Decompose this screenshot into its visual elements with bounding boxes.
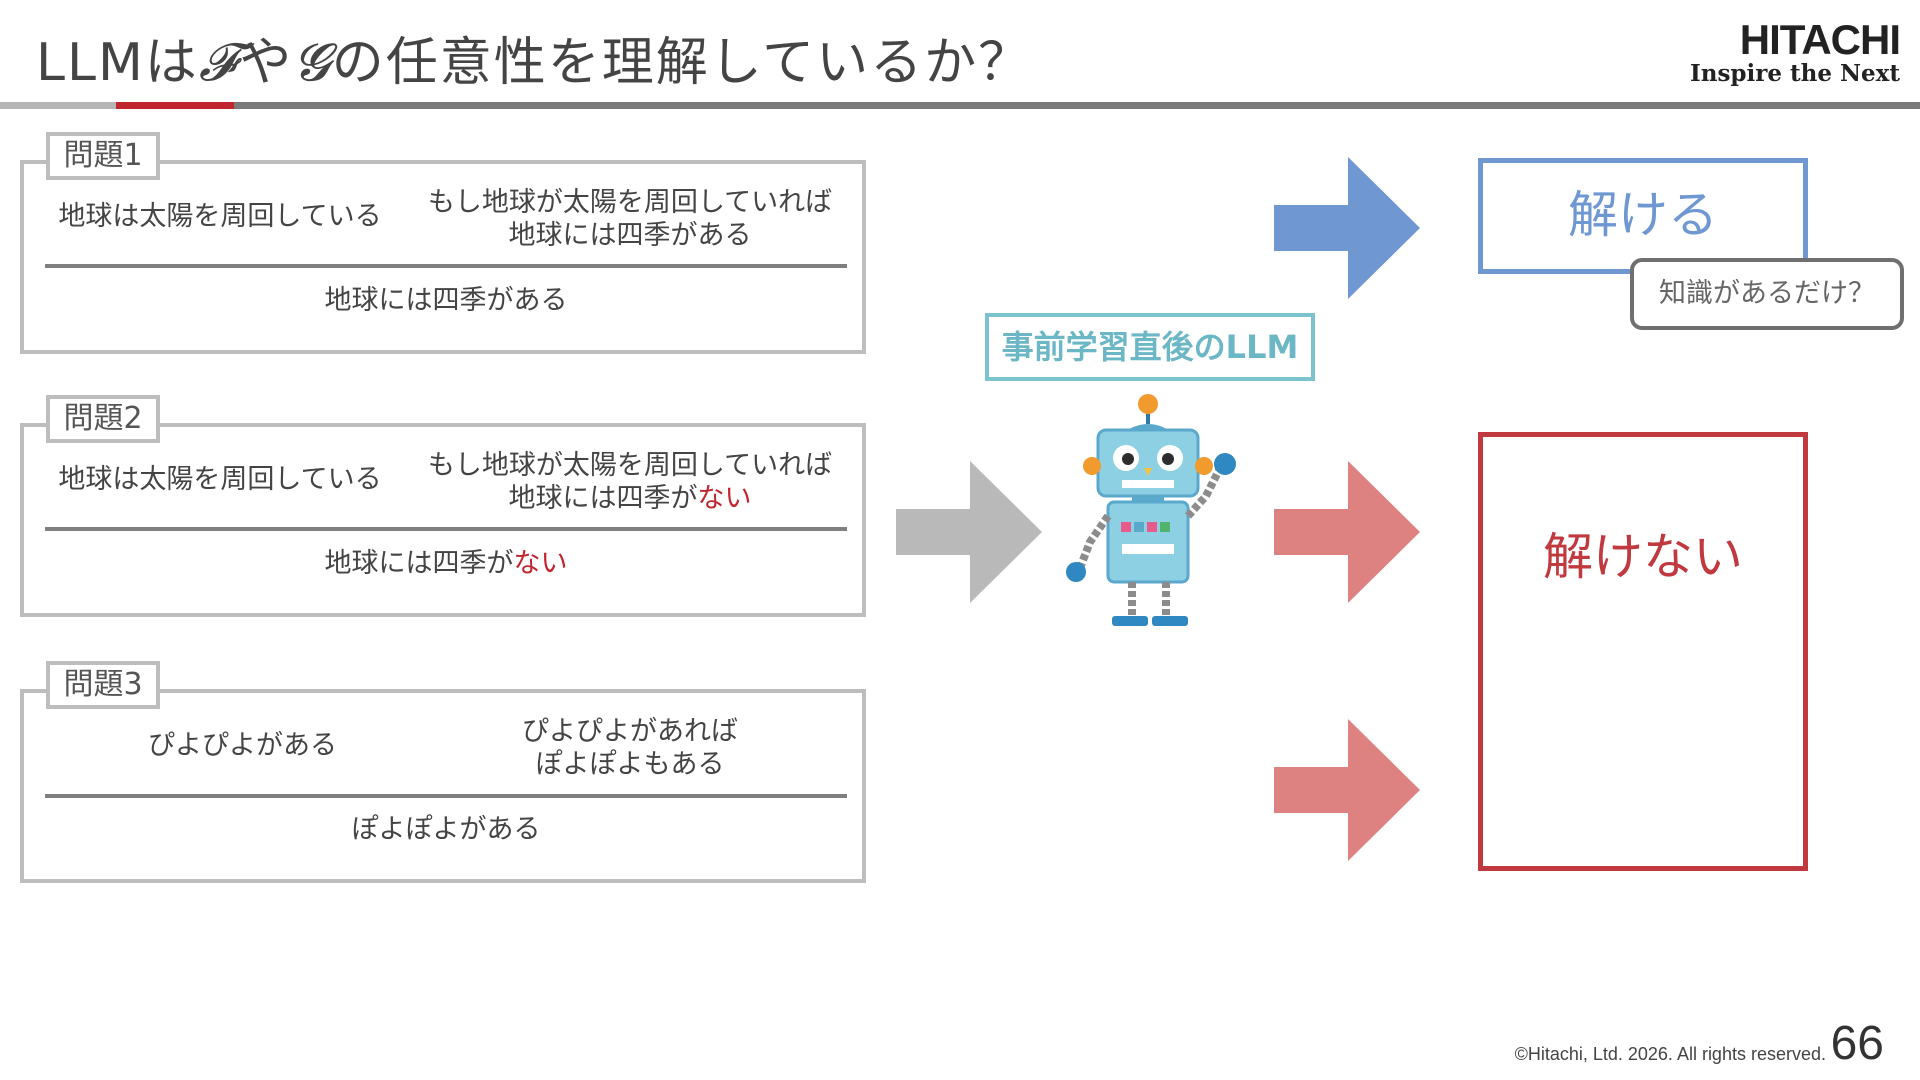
problem-tab-1: 問題1 <box>46 132 160 180</box>
problem-tab-3: 問題3 <box>46 661 160 709</box>
problem-1-premise-right-line1: もし地球が太陽を周回していれば <box>427 187 833 218</box>
problem-2-premise-right: もし地球が太陽を周回していれば 地球には四季がない <box>410 449 850 515</box>
problem-box-2 <box>20 423 866 617</box>
problem-1-premise-right: もし地球が太陽を周回していれば 地球には四季がある <box>410 186 850 252</box>
robot-icon <box>1066 394 1236 626</box>
slide-title: LLMは𝓕や𝓖の任意性を理解しているか？ <box>36 20 1032 95</box>
output-arrow-1-icon <box>1274 157 1420 299</box>
title-prefix: LLMは <box>36 33 199 93</box>
input-arrow-icon <box>896 461 1042 603</box>
copyright: ©Hitachi, Ltd. 2026. All rights reserved… <box>1514 1044 1826 1064</box>
llm-label: 事前学習直後のLLM <box>985 313 1315 381</box>
problem-1-premise-right-line2: 地球には四季がある <box>508 220 752 251</box>
problem-1-conclusion: 地球には四季がある <box>324 285 568 316</box>
problem-2-divider <box>45 527 847 531</box>
output-arrow-2-icon <box>1274 461 1420 603</box>
problem-3-premise-right: ぴよぴよがあれば ぽよぽよもある <box>410 715 850 781</box>
header-rule-gray-right <box>234 102 1920 109</box>
hitachi-logo: HITACHI Inspire the Next <box>1685 16 1901 88</box>
title-g-symbol: 𝓖 <box>293 33 332 93</box>
problem-2-premise-left: 地球は太陽を周回している <box>58 464 382 495</box>
page-number: 66 <box>1830 1017 1884 1070</box>
problem-tab-2: 問題2 <box>46 395 160 443</box>
problem-3-divider <box>45 794 847 798</box>
problem-3-premise-left: ぴよぴよがある <box>148 730 337 761</box>
problem-3-conclusion: ぽよぽよがある <box>351 814 541 845</box>
title-mid: や <box>239 33 294 93</box>
logo-brand: HITACHI <box>1739 16 1901 63</box>
logo-tagline: Inspire the Next <box>1690 60 1900 87</box>
knowledge-callout: 知識があるだけ？ <box>1630 258 1904 330</box>
problem-box-3 <box>20 689 866 883</box>
unsolvable-box: 解けない <box>1478 432 1808 871</box>
title-f-symbol: 𝓕 <box>198 33 240 93</box>
problem-2-conclusion: 地球には四季がない <box>324 548 568 579</box>
title-suffix: の任意性を理解しているか？ <box>331 33 1033 93</box>
problem-3-premise-right-line2: ぽよぽよもある <box>535 749 725 780</box>
problem-3-premise-right-line1: ぴよぴよがあれば <box>522 716 738 747</box>
output-arrow-3-icon <box>1274 719 1420 861</box>
problem-2-premise-right-line1: もし地球が太陽を周回していれば <box>427 450 833 481</box>
header-rule-gray-left <box>0 102 116 109</box>
solvable-box: 解ける <box>1478 158 1808 274</box>
problem-box-1 <box>20 160 866 354</box>
problem-2-premise-right-line2: 地球には四季がない <box>508 483 752 514</box>
problem-1-divider <box>45 264 847 268</box>
problem-1-premise-left: 地球は太陽を周回している <box>58 201 382 232</box>
header-rule-red <box>116 102 234 109</box>
